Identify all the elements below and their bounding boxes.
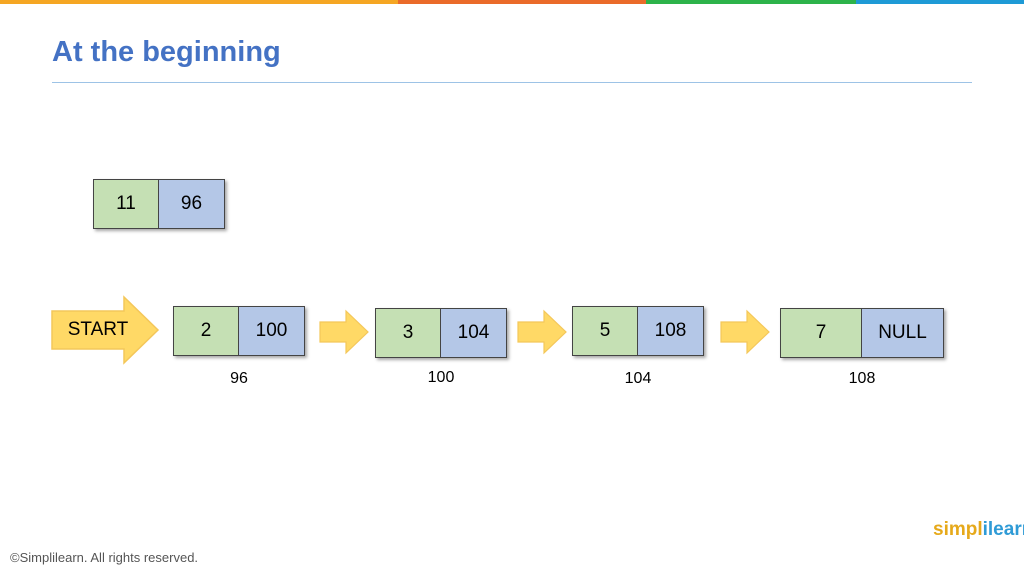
top-bar-segment-red — [398, 0, 646, 4]
new-node: 11 96 — [93, 179, 225, 229]
list-node-1-data-cell: 2 — [173, 306, 239, 356]
top-color-bar — [0, 0, 1024, 4]
link-arrow-icon — [319, 309, 369, 355]
list-node-2-data-cell: 3 — [375, 308, 441, 358]
link-arrow-icon — [517, 309, 567, 355]
list-node-2-pointer-cell: 104 — [441, 308, 507, 358]
list-node-3: 5 108 — [572, 306, 704, 356]
start-label: START — [67, 319, 129, 340]
start-arrow-icon — [51, 295, 160, 365]
new-node-pointer-cell: 96 — [159, 179, 225, 229]
list-node-3-data-cell: 5 — [572, 306, 638, 356]
list-node-1-address: 96 — [230, 370, 248, 387]
list-node-1: 2 100 — [173, 306, 305, 356]
list-node-2-address: 100 — [427, 369, 455, 386]
top-bar-segment-blue — [856, 0, 1024, 4]
list-node-3-address: 104 — [624, 370, 652, 387]
list-node-4-pointer-cell: NULL — [862, 308, 944, 358]
new-node-data-cell: 11 — [93, 179, 159, 229]
simplilearn-logo: simplilearn — [933, 519, 1024, 541]
copyright-text: ©Simplilearn. All rights reserved. — [10, 550, 199, 565]
list-node-4: 7 NULL — [780, 308, 944, 358]
logo-text-part2: ilearn — [982, 519, 1024, 540]
logo-text-part1: simpl — [933, 519, 983, 540]
list-node-4-data-cell: 7 — [780, 308, 862, 358]
page-title: At the beginning — [52, 36, 281, 68]
list-node-1-pointer-cell: 100 — [239, 306, 305, 356]
list-node-2: 3 104 — [375, 308, 507, 358]
list-node-4-address: 108 — [848, 370, 876, 387]
link-arrow-icon — [720, 309, 770, 355]
top-bar-segment-orange — [0, 0, 398, 4]
top-bar-segment-green — [646, 0, 856, 4]
title-divider — [52, 82, 972, 83]
list-node-3-pointer-cell: 108 — [638, 306, 704, 356]
